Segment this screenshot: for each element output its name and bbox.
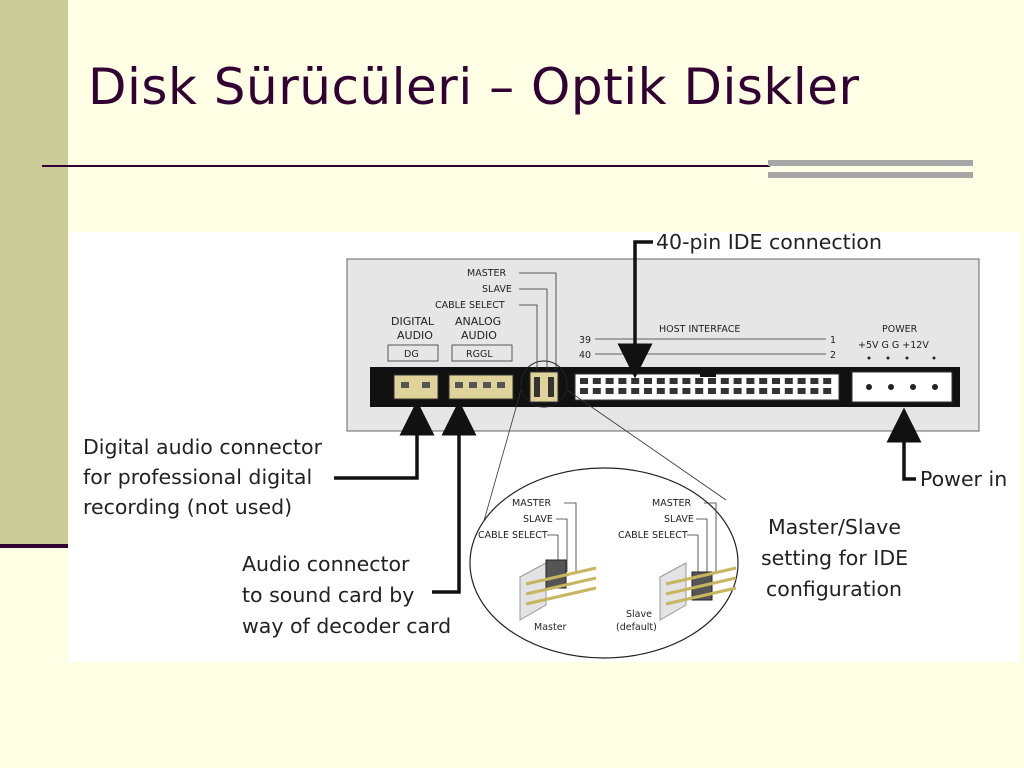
ide-pin	[695, 388, 704, 394]
pin-39-label: 39	[579, 335, 591, 346]
ide-pin	[759, 388, 768, 394]
ide-pin	[656, 378, 665, 384]
detail-master-tag-1: MASTER	[512, 498, 552, 509]
side-accent-bar	[0, 0, 68, 545]
power-pins-label: +5V G G +12V	[858, 340, 929, 351]
pin-1-label: 1	[830, 335, 836, 346]
detail-master-caption: Master	[534, 622, 567, 633]
ide-pin	[759, 378, 768, 384]
ide-pin	[592, 378, 601, 384]
digital-connector-line3: recording (not used)	[83, 495, 292, 519]
ide-pin	[669, 388, 678, 394]
ide-pin	[605, 378, 614, 384]
ide-pin	[708, 378, 716, 384]
jumper-slave-label: SLAVE	[482, 284, 512, 295]
ide-connection-label: 40-pin IDE connection	[656, 232, 882, 254]
ide-pin	[631, 388, 640, 394]
analog-audio-label-2: AUDIO	[461, 329, 497, 342]
ide-pin	[733, 378, 742, 384]
ide-pin	[720, 378, 729, 384]
ide-pin	[746, 388, 755, 394]
ide-pin	[772, 388, 780, 394]
ide-pin	[823, 388, 832, 394]
side-accent-line	[0, 544, 68, 548]
ide-pin	[708, 388, 716, 394]
ide-pin	[618, 388, 627, 394]
ms-setting-line3: configuration	[766, 577, 902, 601]
ide-pin	[733, 388, 742, 394]
ms-setting-line2: setting for IDE	[761, 546, 908, 570]
digital-audio-label-2: AUDIO	[397, 329, 433, 342]
ide-pin	[644, 378, 652, 384]
ide-pin	[682, 378, 691, 384]
ide-pin	[656, 388, 665, 394]
detail-master-tag-2: MASTER	[652, 498, 692, 509]
audio-connector-line2: to sound card by	[242, 583, 414, 607]
digital-connector-line1: Digital audio connector	[83, 435, 323, 459]
analog-audio-label-1: ANALOG	[455, 315, 501, 328]
ide-pin	[580, 388, 588, 394]
digital-audio-label-1: DIGITAL	[391, 315, 435, 328]
ms-setting-line1: Master/Slave	[768, 515, 901, 539]
power-label: POWER	[882, 324, 918, 335]
detail-cable-select-tag-2: CABLE SELECT	[618, 530, 688, 541]
pin-2-label: 2	[830, 350, 836, 361]
jumper-master-label: MASTER	[467, 268, 507, 279]
ide-pin	[772, 378, 780, 384]
detail-slave-caption-1: Slave	[626, 609, 652, 620]
digital-audio-pins: DG	[404, 349, 419, 360]
detail-slave-tag-1: SLAVE	[523, 514, 553, 525]
detail-cable-select-tag-1: CABLE SELECT	[478, 530, 548, 541]
ide-pin	[810, 388, 819, 394]
digital-audio-connector	[393, 374, 439, 400]
ide-pin	[746, 378, 755, 384]
ide-connector	[574, 373, 840, 401]
detail-slave-tag-2: SLAVE	[664, 514, 694, 525]
title-accent-bars	[768, 160, 973, 178]
audio-connector-line1: Audio connector	[242, 552, 410, 576]
ide-pin	[592, 388, 601, 394]
ide-pin	[631, 378, 640, 384]
ide-pin	[644, 388, 652, 394]
ide-pin	[669, 378, 678, 384]
host-interface-label: HOST INTERFACE	[659, 324, 740, 335]
ide-pin	[695, 378, 704, 384]
ide-pin	[797, 378, 806, 384]
ide-pin	[784, 378, 793, 384]
ide-pin	[823, 378, 832, 384]
power-in-label: Power in	[920, 467, 1007, 491]
ide-pin	[797, 388, 806, 394]
title-divider	[42, 165, 770, 167]
ide-pin	[618, 378, 627, 384]
jumper-cable-select-label: CABLE SELECT	[435, 300, 505, 311]
ide-pin	[720, 388, 729, 394]
ide-pin	[810, 378, 819, 384]
audio-connector-line3: way of decoder card	[242, 614, 451, 638]
ide-pin	[682, 388, 691, 394]
ide-pin	[580, 378, 588, 384]
analog-audio-pins: RGGL	[466, 349, 493, 360]
cd-drive-rear-panel-diagram: DIGITAL AUDIO DG ANALOG AUDIO RGGL MASTE…	[68, 232, 1020, 662]
jumper-zoom-circle	[520, 360, 568, 408]
ide-pin	[784, 388, 793, 394]
digital-connector-line2: for professional digital	[83, 465, 312, 489]
detail-slave-caption-2: (default)	[616, 622, 657, 633]
ide-pin	[605, 388, 614, 394]
pin-40-label: 40	[579, 350, 591, 361]
slide-title: Disk Sürücüleri – Optik Diskler	[88, 58, 860, 116]
